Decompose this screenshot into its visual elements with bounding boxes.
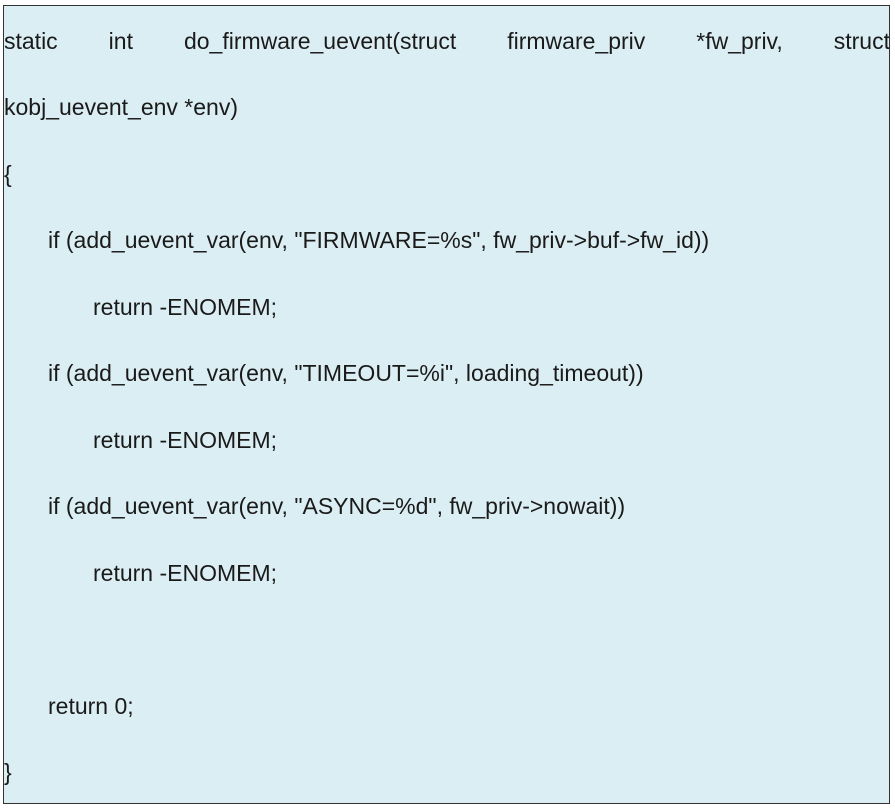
code-line-return-enomem-2: return -ENOMEM;: [93, 427, 278, 453]
code-token: static: [4, 28, 58, 54]
code-token: struct: [833, 28, 890, 54]
code-line-firmware-check: if (add_uevent_var(env, "FIRMWARE=%s", f…: [48, 227, 710, 253]
code-line-return-enomem-1: return -ENOMEM;: [93, 294, 278, 320]
code-token: do_firmware_uevent(struct: [183, 28, 457, 54]
code-token: *fw_priv,: [696, 28, 783, 54]
code-line-close-brace: }: [4, 759, 12, 785]
code-block: static int do_firmware_uevent(struct fir…: [3, 5, 890, 804]
code-line-signature-1: static int do_firmware_uevent(struct fir…: [4, 26, 890, 56]
code-line-return-zero: return 0;: [48, 693, 134, 719]
code-line-async-check: if (add_uevent_var(env, "ASYNC=%d", fw_p…: [48, 493, 626, 519]
code-line-return-enomem-3: return -ENOMEM;: [93, 560, 278, 586]
code-line-signature-2: kobj_uevent_env *env): [4, 94, 238, 120]
code-token: int: [108, 28, 133, 54]
code-token: firmware_priv: [507, 28, 646, 54]
code-line-timeout-check: if (add_uevent_var(env, "TIMEOUT=%i", lo…: [48, 360, 644, 386]
code-line-open-brace: {: [4, 161, 12, 187]
